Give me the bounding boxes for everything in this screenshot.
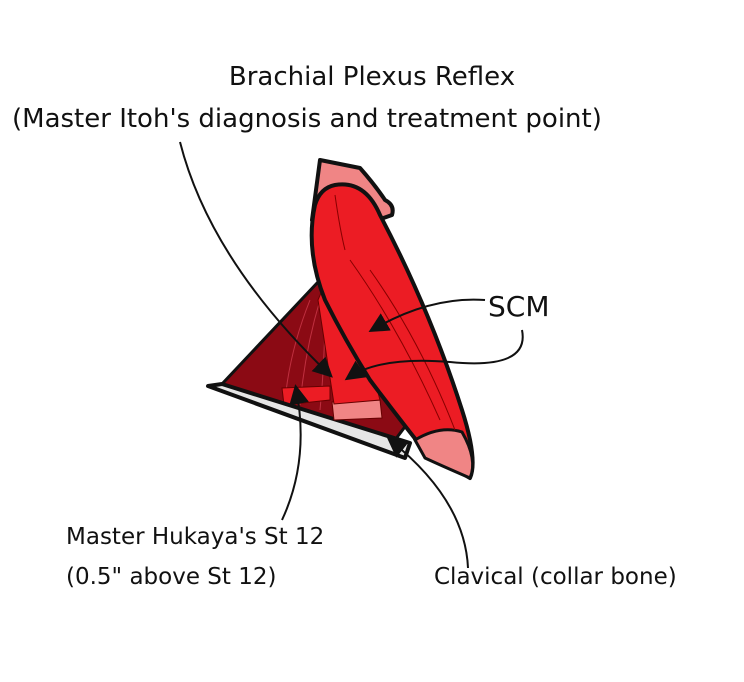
title-line-1: Brachial Plexus Reflex xyxy=(228,62,516,92)
clavicle-pointer-line xyxy=(386,437,469,569)
clavicle-bone xyxy=(206,382,412,460)
scm-pointer-line xyxy=(368,298,486,333)
title-line-2: (Master Itoh's diagnosis and treatment p… xyxy=(12,104,602,134)
hukaya-label-line-2: (0.5" above St 12) xyxy=(66,564,277,590)
scm-label: SCM xyxy=(488,290,550,323)
clavicle-label: Clavical (collar bone) xyxy=(434,564,677,590)
hukaya-label-line-1: Master Hukaya's St 12 xyxy=(66,524,325,550)
scm-pointer-line-2 xyxy=(344,329,524,381)
hukaya-pointer-line xyxy=(281,384,309,521)
itoh-pointer-line xyxy=(179,141,333,378)
scm-bottom-tendon xyxy=(412,428,475,480)
